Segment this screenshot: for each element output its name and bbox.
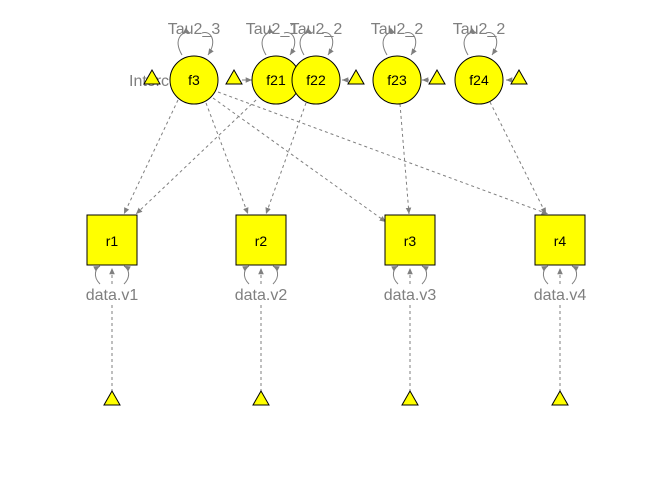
variance-loop-f3b	[201, 31, 214, 56]
latent-variance-loops	[177, 27, 498, 56]
manifest-label-r1: r1	[106, 233, 119, 249]
manifest-intercept-triangles	[103, 389, 569, 406]
path-f21-r1	[135, 99, 257, 215]
variance-label-f24: Tau2_2	[453, 21, 506, 38]
variance-loop-f23b	[404, 31, 417, 56]
data-label-bg-r4	[528, 286, 592, 304]
data-labels: data.v1 data.v2 data.v3 data.v4	[80, 286, 592, 304]
variance-loop-f23	[382, 27, 396, 56]
intercept-paths	[109, 268, 563, 392]
data-label-r4: data.v4	[534, 287, 587, 304]
manifest-label-r2: r2	[255, 233, 268, 249]
path-f23-r3	[399, 103, 412, 215]
manifest-node-r4	[534, 214, 586, 266]
variance-loop-f21	[261, 27, 275, 56]
data-label-r1: data.v1	[86, 287, 139, 304]
manifest-node-r2	[235, 214, 287, 266]
manifest-nodes: r1 r2 r3 r4	[86, 214, 586, 266]
path-f24-r4	[489, 101, 547, 215]
data-label-bg-r3	[378, 286, 442, 304]
residual-loop-r4b	[571, 265, 579, 285]
intercept-triangle-r3	[401, 389, 419, 406]
residual-loop-r1	[93, 265, 101, 285]
latent-label-f22: f22	[306, 72, 326, 88]
intercept-triangle-f3	[143, 68, 161, 85]
variance-label-f23: Tau2_2	[371, 21, 424, 38]
path-f3-r3	[212, 97, 387, 223]
data-label-bg-r2	[229, 286, 293, 304]
intercept-triangle-r1	[103, 389, 121, 406]
variance-loop-f3	[177, 27, 191, 56]
data-label-r3: data.v3	[384, 287, 437, 304]
residual-loop-r3b	[421, 265, 429, 285]
variance-label-f22: Tau2_2	[290, 21, 343, 38]
latent-node-f3	[169, 55, 219, 105]
manifest-node-r1	[86, 214, 138, 266]
regression-paths	[123, 91, 549, 223]
path-f3-r4	[217, 91, 549, 215]
data-label-bg-r1	[80, 286, 144, 304]
variance-loop-f22	[299, 27, 313, 56]
variance-loop-f21b	[283, 31, 296, 56]
latent-label-f23: f23	[387, 72, 407, 88]
variance-loop-f22b	[321, 31, 334, 56]
manifest-node-r3	[384, 214, 436, 266]
variance-label-f21: Tau2_1	[246, 21, 299, 38]
data-label-r2: data.v2	[235, 287, 288, 304]
manifest-residual-loops	[93, 265, 579, 285]
residual-loop-r1b	[123, 265, 131, 285]
latent-label-f24: f24	[469, 72, 489, 88]
residual-loop-r4	[541, 265, 549, 285]
latent-nodes: f3 f21 f22 f23 f24	[169, 55, 504, 105]
path-f22-r2	[265, 102, 307, 215]
variance-labels: Tau2_3 Tau2_1 Tau2_2 Tau2_2 Tau2_2	[168, 21, 506, 38]
residual-loop-r3	[391, 265, 399, 285]
residual-loop-r2b	[272, 265, 280, 285]
intercept-triangle-f21	[225, 68, 243, 85]
latent-label-f3: f3	[188, 72, 200, 88]
intercept-triangle-r4	[551, 389, 569, 406]
latent-node-f22	[291, 55, 341, 105]
intercept-triangle-f24	[510, 68, 528, 85]
path-f3-r1	[123, 99, 179, 215]
latent-node-f23	[372, 55, 422, 105]
latent-intercept-triangles	[143, 68, 528, 85]
intercept-triangle-f23	[428, 68, 446, 85]
latent-label-f21: f21	[266, 72, 286, 88]
manifest-label-r4: r4	[554, 233, 567, 249]
intercept-triangle-r2	[252, 389, 270, 406]
latent-node-f24	[454, 55, 504, 105]
residual-loop-r2	[242, 265, 250, 285]
variance-loop-f24b	[485, 31, 498, 56]
intercept-triangle-f22	[347, 68, 365, 85]
variance-label-f3: Tau2_3	[168, 21, 221, 38]
manifest-label-r3: r3	[404, 233, 417, 249]
variance-loop-f24	[463, 27, 477, 56]
path-f3-r2	[205, 102, 249, 215]
